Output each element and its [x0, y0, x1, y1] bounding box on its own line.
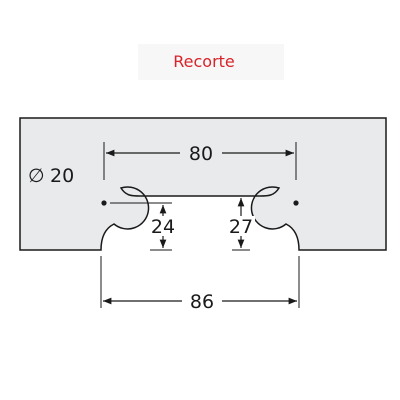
dim-label-24-background: [149, 216, 177, 236]
dim-label-27: 27: [229, 216, 253, 238]
dim-label-86: 86: [190, 291, 214, 313]
title-label: Recorte: [173, 52, 235, 71]
diameter-label: 20: [50, 165, 74, 187]
title-background: [138, 44, 284, 80]
plate-with-cutout: [19, 117, 387, 251]
dim-label-27-background: [227, 216, 255, 236]
diameter-symbol: ∅: [28, 165, 45, 187]
left-hole-center: [101, 200, 107, 206]
right-hole-center: [293, 200, 299, 206]
dim-label-24: 24: [151, 216, 175, 238]
dim-label-80: 80: [189, 143, 213, 165]
